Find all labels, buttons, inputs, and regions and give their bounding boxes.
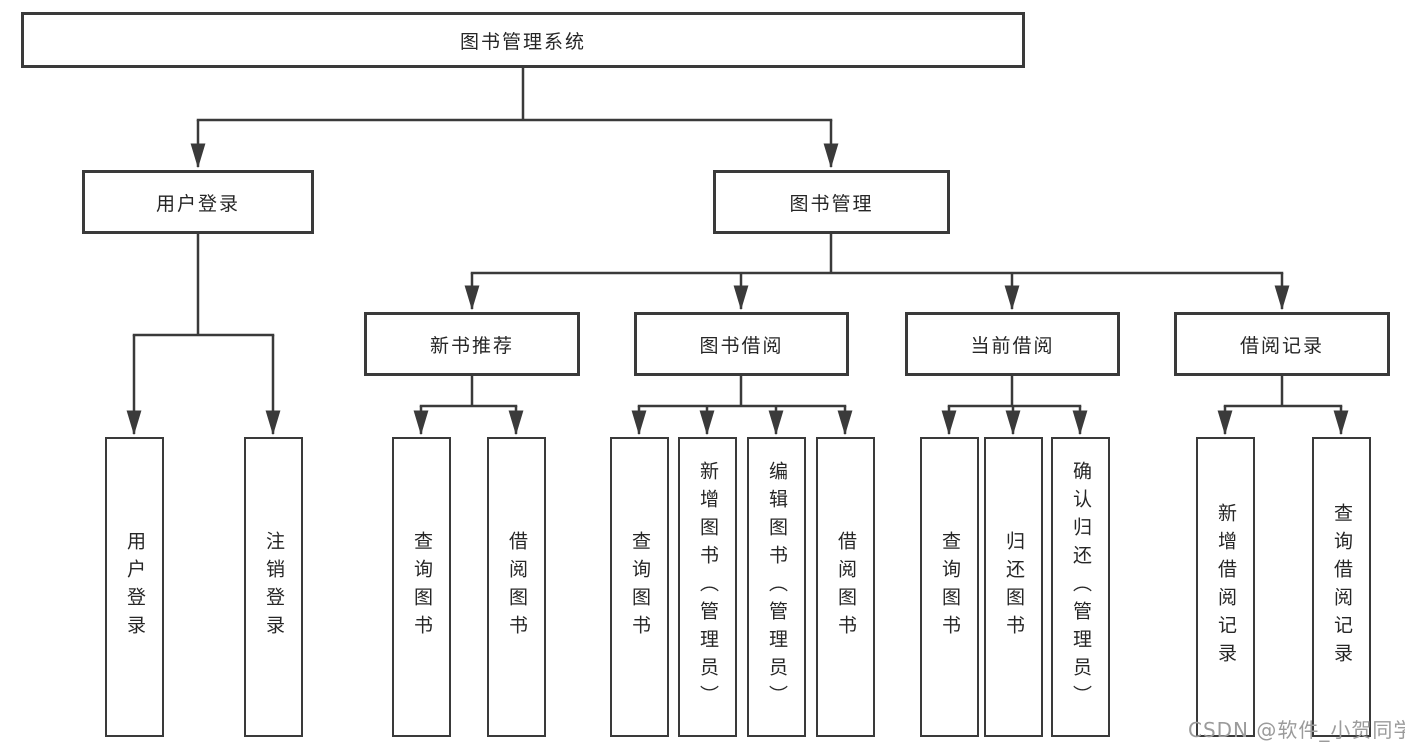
- leaf-borrow-book-label: 借阅图书: [835, 531, 857, 643]
- leaf-query-book-current: 查询图书: [920, 437, 979, 737]
- node-new-book-recommend: 新书推荐: [364, 312, 580, 376]
- node-borrowing-records-label: 借阅记录: [1239, 334, 1324, 357]
- node-user-login-module-label: 用户登录: [155, 192, 240, 215]
- node-book-borrowing: 图书借阅: [634, 312, 849, 376]
- leaf-query-borrow-record: 查询借阅记录: [1312, 437, 1371, 737]
- node-book-management-module: 图书管理: [713, 170, 950, 234]
- leaf-query-book-current-label: 查询图书: [939, 531, 961, 643]
- node-book-borrowing-label: 图书借阅: [699, 334, 784, 357]
- leaf-borrow-book-recommend: 借阅图书: [487, 437, 546, 737]
- leaf-query-book-borrowing-label: 查询图书: [629, 531, 651, 643]
- leaf-add-book-admin: 新增图书（管理员）: [678, 437, 737, 737]
- leaf-add-book-admin-label: 新增图书（管理员）: [697, 461, 719, 713]
- node-system-root-label: 图书管理系统: [459, 30, 586, 53]
- leaf-confirm-return-admin: 确认归还（管理员）: [1051, 437, 1110, 737]
- node-borrowing-records: 借阅记录: [1174, 312, 1390, 376]
- leaf-borrow-book: 借阅图书: [816, 437, 875, 737]
- leaf-return-book: 归还图书: [984, 437, 1043, 737]
- leaf-edit-book-admin: 编辑图书（管理员）: [747, 437, 806, 737]
- leaf-query-book-recommend-label: 查询图书: [411, 531, 433, 643]
- node-system-root: 图书管理系统: [21, 12, 1025, 68]
- leaf-edit-book-admin-label: 编辑图书（管理员）: [766, 461, 788, 713]
- node-new-book-recommend-label: 新书推荐: [429, 334, 514, 357]
- leaf-logout-label: 注销登录: [263, 531, 285, 643]
- leaf-query-borrow-record-label: 查询借阅记录: [1331, 503, 1353, 671]
- leaf-user-login-label: 用户登录: [124, 531, 146, 643]
- leaf-logout: 注销登录: [244, 437, 303, 737]
- node-current-borrowing-label: 当前借阅: [970, 334, 1055, 357]
- leaf-borrow-book-recommend-label: 借阅图书: [506, 531, 528, 643]
- leaf-query-book-borrowing: 查询图书: [610, 437, 669, 737]
- leaf-add-borrow-record-label: 新增借阅记录: [1215, 503, 1237, 671]
- leaf-user-login: 用户登录: [105, 437, 164, 737]
- leaf-query-book-recommend: 查询图书: [392, 437, 451, 737]
- csdn-watermark: CSDN @软件_小贺同学: [1188, 718, 1405, 742]
- leaf-confirm-return-admin-label: 确认归还（管理员）: [1070, 461, 1092, 713]
- leaf-return-book-label: 归还图书: [1003, 531, 1025, 643]
- node-current-borrowing: 当前借阅: [905, 312, 1120, 376]
- node-user-login-module: 用户登录: [82, 170, 314, 234]
- leaf-add-borrow-record: 新增借阅记录: [1196, 437, 1255, 737]
- node-book-management-module-label: 图书管理: [789, 192, 874, 215]
